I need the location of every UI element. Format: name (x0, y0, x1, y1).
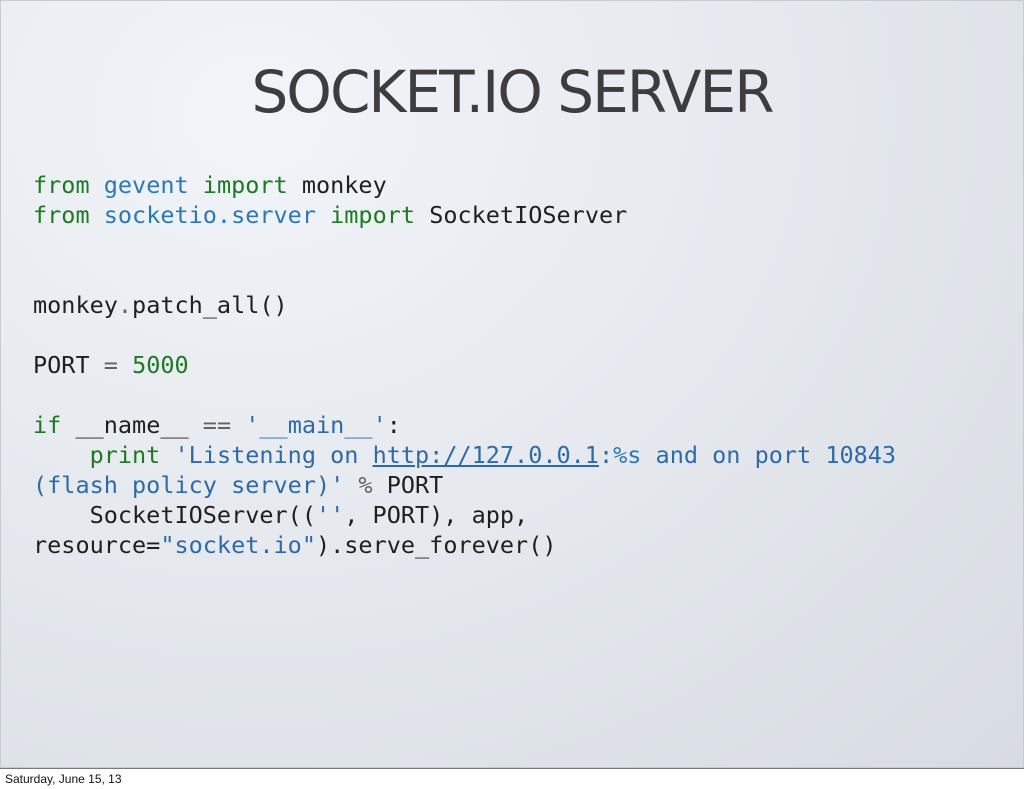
string-literal: '' (315, 501, 345, 529)
method-call: ).serve_forever() (315, 531, 557, 559)
code-blank-line (33, 320, 1008, 350)
footer-date: Saturday, June 15, 13 (5, 772, 122, 786)
number-literal: 5000 (132, 351, 189, 379)
imported-name: SocketIOServer (429, 201, 628, 229)
string-literal: '__main__' (245, 411, 387, 439)
code-line-6: print 'Listening on http://127.0.0.1:%s … (33, 440, 1008, 470)
indent (33, 441, 90, 469)
format-specifier: %s (613, 441, 642, 469)
string-literal: and on port 10843 (641, 441, 897, 469)
code-blank-line (33, 260, 1008, 290)
code-line-8: SocketIOServer(('', PORT), app, (33, 500, 1008, 530)
object-name: monkey (33, 291, 118, 319)
keyword-argument: resource= (33, 531, 161, 559)
method-call: patch_all() (132, 291, 288, 319)
keyword-print: print (89, 441, 161, 469)
keyword-if: if (33, 411, 62, 439)
module-name: gevent (103, 171, 189, 199)
call-arguments: , PORT), app, (344, 501, 529, 529)
assign-operator: = (103, 351, 118, 379)
code-blank-line (33, 230, 1008, 260)
dot-operator: . (117, 291, 133, 319)
format-operator: % (358, 471, 373, 499)
code-line-7: (flash policy server)' % PORT (33, 470, 1008, 500)
keyword-import: import (202, 171, 288, 199)
code-line-1: from gevent import monkey (33, 170, 1008, 200)
url-link[interactable]: http://127.0.0.1 (372, 441, 599, 469)
string-colon: : (598, 441, 614, 469)
imported-name: monkey (301, 171, 387, 199)
code-line-9: resource="socket.io").serve_forever() (33, 530, 1008, 560)
module-name: socketio.server (103, 201, 316, 229)
code-line-3: monkey.patch_all() (33, 290, 1008, 320)
code-line-4: PORT = 5000 (33, 350, 1008, 380)
string-literal: (flash policy server)' (33, 471, 345, 499)
string-literal: "socket.io" (160, 531, 316, 559)
slide: SOCKET.IO SERVER from gevent import monk… (0, 0, 1024, 768)
equality-operator: == (202, 411, 232, 439)
footer-bar: Saturday, June 15, 13 (0, 768, 1024, 789)
variable-name: PORT (386, 471, 444, 499)
keyword-import: import (330, 201, 416, 229)
code-line-2: from socketio.server import SocketIOServ… (33, 200, 1008, 230)
colon: : (386, 411, 401, 439)
code-blank-line (33, 380, 1008, 410)
code-line-5: if __name__ == '__main__': (33, 410, 1008, 440)
keyword-from: from (33, 171, 90, 199)
code-block: from gevent import monkey from socketio.… (33, 170, 1008, 560)
slide-title: SOCKET.IO SERVER (251, 58, 774, 126)
keyword-from: from (33, 201, 90, 229)
constructor-call: SocketIOServer(( (89, 501, 316, 529)
variable-name: PORT (33, 351, 90, 379)
dunder-name: __name__ (75, 411, 189, 439)
string-literal: 'Listening on (174, 441, 373, 469)
indent (33, 501, 90, 529)
